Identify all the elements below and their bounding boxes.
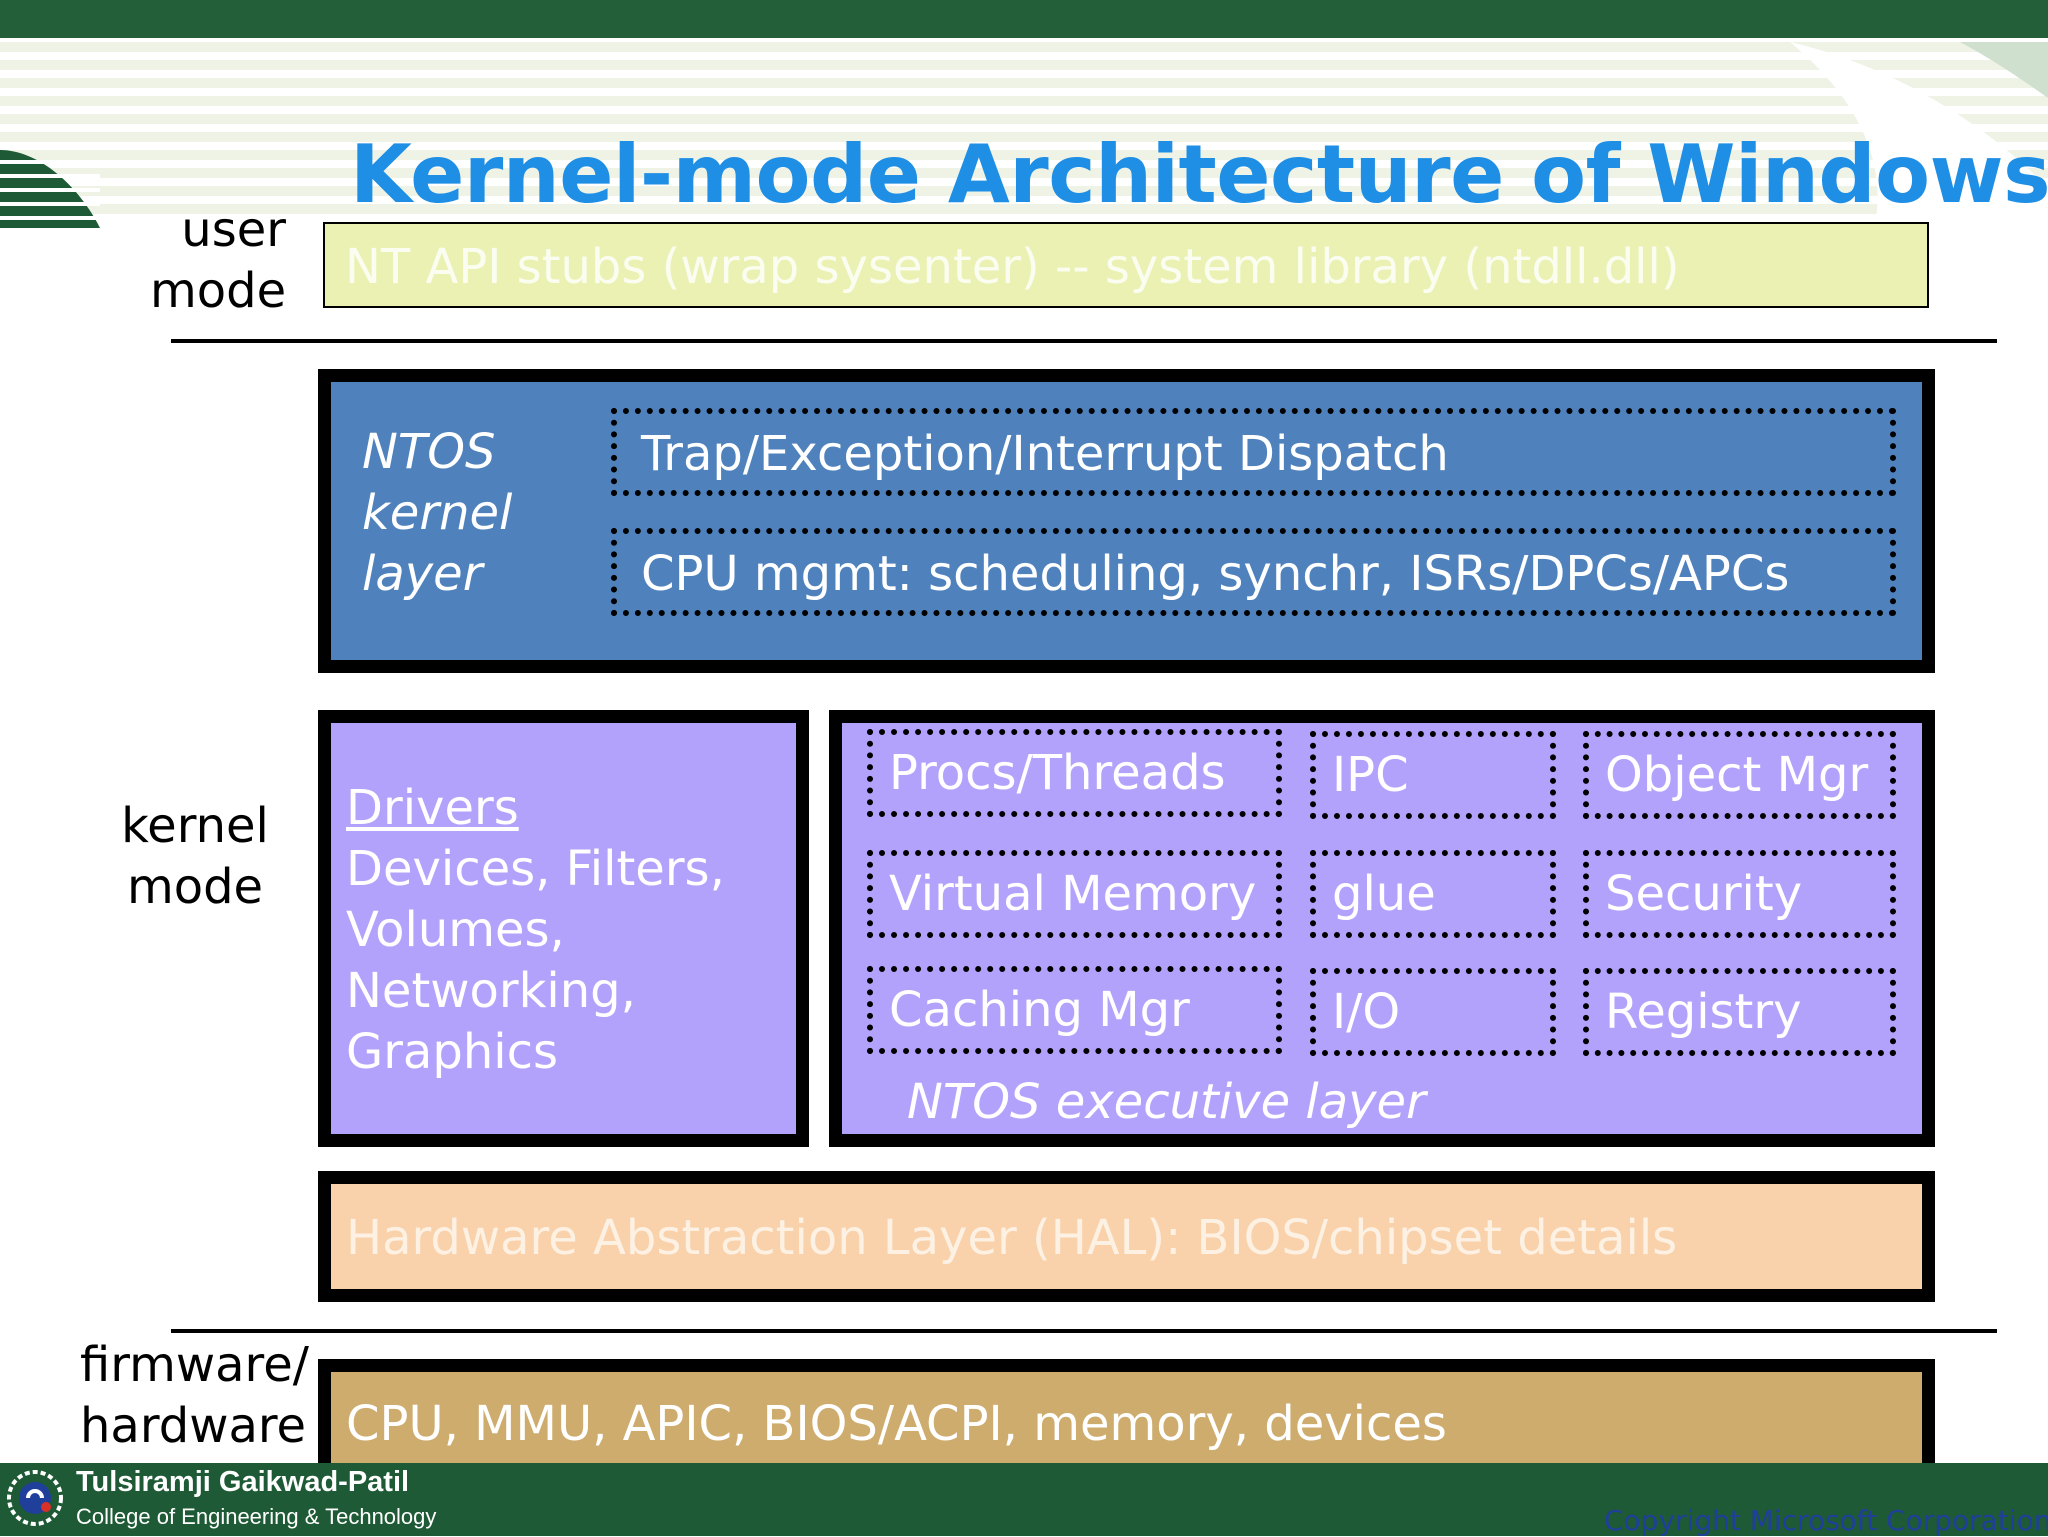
trap-dispatch-box: Trap/Exception/Interrupt Dispatch: [611, 408, 1896, 496]
ntos-kernel-layer-label: NTOS kernel layer: [362, 422, 512, 605]
drivers-line: Devices, Filters,: [346, 841, 725, 897]
drivers-line: Graphics: [346, 1024, 558, 1080]
ntos-kernel-label-line2: kernel: [362, 485, 513, 541]
exec-cell-label: Registry: [1605, 984, 1802, 1040]
college-name: Tulsiramji Gaikwad-Patil: [76, 1466, 410, 1498]
green-arc-icon: [0, 150, 100, 228]
exec-cell-io: I/O: [1310, 968, 1556, 1056]
user-mode-label-line2: mode: [150, 263, 287, 319]
firmware-label-line1: firmware/: [80, 1337, 309, 1393]
kernel-mode-label-line1: kernel: [121, 798, 269, 854]
hal-box: [318, 1171, 1935, 1302]
top-bar: [0, 0, 2048, 38]
kernel-mode-label: kernel mode: [120, 796, 270, 918]
user-mode-label: user mode: [150, 200, 286, 322]
cpu-mgmt-box: CPU mgmt: scheduling, synchr, ISRs/DPCs/…: [611, 528, 1896, 616]
exec-cell-ipc: IPC: [1310, 731, 1556, 819]
drivers-title: Drivers: [346, 780, 519, 836]
header-decoration: [0, 42, 2048, 268]
kernel-hardware-divider: [171, 1329, 1997, 1333]
hardware-text: CPU, MMU, APIC, BIOS/ACPI, memory, devic…: [346, 1396, 1447, 1452]
exec-cell-label: Object Mgr: [1605, 747, 1869, 803]
trap-dispatch-text: Trap/Exception/Interrupt Dispatch: [641, 426, 1449, 482]
ntos-kernel-label-line3: layer: [362, 546, 483, 602]
college-subtitle: College of Engineering & Technology: [76, 1504, 437, 1529]
exec-cell-virtual-memory: Virtual Memory: [867, 850, 1282, 938]
ntdll-layer-box: NT API stubs (wrap sysenter) -- system l…: [323, 222, 1929, 308]
slide-title: Kernel-mode Architecture of Windows: [350, 128, 2048, 221]
exec-cell-registry: Registry: [1583, 968, 1896, 1056]
drivers-line: Volumes,: [346, 902, 565, 958]
exec-cell-label: Security: [1605, 866, 1803, 922]
footer-bar: [0, 1463, 2048, 1536]
ntos-kernel-layer-box: [318, 369, 1935, 673]
exec-cell-caching-mgr: Caching Mgr: [867, 966, 1282, 1054]
exec-cell-label: I/O: [1332, 984, 1401, 1040]
ntos-executive-layer-box: [829, 710, 1935, 1147]
hardware-label-line2: hardware: [80, 1398, 307, 1454]
kernel-mode-label-line2: mode: [126, 859, 264, 915]
exec-cell-object-mgr: Object Mgr: [1583, 731, 1896, 819]
ntos-kernel-label-line1: NTOS: [362, 424, 496, 480]
college-logo-icon: [7, 1470, 63, 1526]
exec-cell-label: glue: [1332, 866, 1436, 922]
firmware-hardware-label: firmware/ hardware: [80, 1335, 309, 1457]
exec-cell-label: Caching Mgr: [889, 982, 1190, 1038]
exec-cell-procs-threads: Procs/Threads: [867, 729, 1282, 817]
exec-cell-glue: glue: [1310, 850, 1556, 938]
drivers-box: [318, 710, 809, 1147]
hal-text: Hardware Abstraction Layer (HAL): BIOS/c…: [346, 1210, 1678, 1266]
exec-cell-security: Security: [1583, 850, 1896, 938]
copyright-text: Copyright Microsoft Corporation: [1604, 1504, 2048, 1537]
drivers-text: Drivers Devices, Filters, Volumes, Netwo…: [346, 778, 725, 1083]
exec-cell-label: IPC: [1332, 747, 1409, 803]
cpu-mgmt-text: CPU mgmt: scheduling, synchr, ISRs/DPCs/…: [641, 546, 1790, 602]
ntos-executive-layer-label: NTOS executive layer: [907, 1074, 1426, 1130]
exec-cell-label: Virtual Memory: [889, 866, 1257, 922]
exec-cell-label: Procs/Threads: [889, 745, 1226, 801]
user-kernel-divider: [171, 339, 1997, 343]
user-mode-label-line1: user: [181, 202, 286, 258]
drivers-line: Networking,: [346, 963, 636, 1019]
ntdll-layer-text: NT API stubs (wrap sysenter) -- system l…: [345, 239, 1680, 295]
